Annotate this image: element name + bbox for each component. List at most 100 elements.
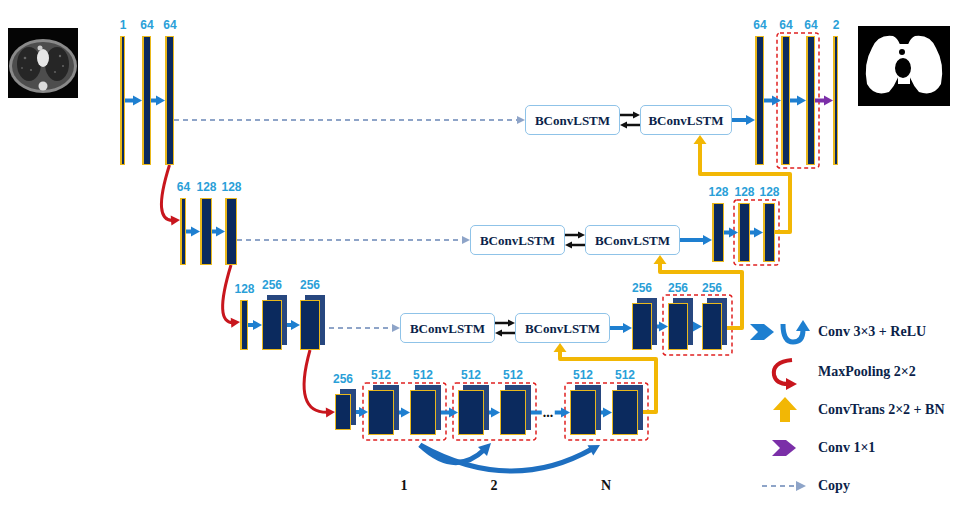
ct-input-image	[9, 39, 77, 93]
conv-arrow	[772, 96, 781, 106]
conv-arrow	[484, 408, 500, 418]
channel-count: 256	[262, 278, 282, 292]
channel-count: 512	[615, 368, 635, 382]
bconvlstm-box: BConvLSTM	[525, 105, 620, 135]
channel-count: 128	[734, 185, 754, 199]
conv-arrow	[351, 407, 368, 417]
feature-map-cube: 256	[300, 300, 320, 350]
channel-count: 128	[196, 180, 216, 194]
feature-map-cube: 256	[702, 303, 722, 350]
feature-map-cube: 512	[612, 390, 638, 435]
bconvlstm-link	[625, 124, 640, 127]
feature-map-bar: 128	[225, 198, 237, 265]
ct-input-image	[8, 28, 78, 98]
conv-arrow	[652, 322, 668, 332]
conv-arrow	[491, 408, 500, 418]
channel-count: 128	[708, 185, 728, 199]
ct-input-image	[21, 67, 23, 69]
channel-count: 64	[753, 18, 766, 32]
copy-arrow	[517, 116, 525, 124]
conv-arrow	[729, 228, 738, 238]
ct-input-image	[38, 46, 43, 51]
dense-connection-arrow	[420, 443, 600, 471]
bconvlstm-link	[620, 122, 627, 129]
channel-count: 256	[333, 372, 353, 386]
ct-input-image	[54, 71, 56, 73]
bconvlstm-link	[500, 332, 515, 335]
conv-arrow	[603, 408, 612, 418]
convtrans-arrow	[554, 343, 567, 352]
legend-text: Conv 1×1	[818, 440, 875, 456]
legend-text: ConvTrans 2×2 + BN	[818, 402, 945, 418]
feature-map-bar: 64	[165, 36, 174, 165]
copy-arrow	[392, 324, 400, 332]
bconvlstm-link	[620, 112, 640, 129]
conv-arrow	[746, 115, 755, 125]
bconvlstm-box: BConvLSTM	[585, 225, 680, 255]
copy-arrow	[237, 236, 470, 244]
legend-text: Copy	[818, 478, 850, 494]
bconvlstm-link	[495, 322, 510, 325]
conv-arrow	[156, 96, 165, 106]
ct-input-image	[39, 82, 48, 91]
channel-count: 256	[300, 278, 320, 292]
channel-count: 64	[779, 18, 792, 32]
conv-arrow	[790, 96, 806, 106]
conv-arrow	[401, 408, 410, 418]
ct-input-image	[45, 47, 69, 81]
legend-icon	[796, 320, 810, 331]
conv-arrow	[191, 227, 200, 237]
lung-mask-output	[895, 58, 911, 78]
bconvlstm-link	[508, 320, 515, 327]
maxpool-arrow	[326, 407, 335, 417]
group-number: 1	[401, 478, 408, 494]
channel-count: 128	[234, 282, 254, 296]
feature-map-cube: 256	[262, 300, 282, 350]
legend-text: Conv 3×3 + ReLU	[818, 324, 926, 340]
ct-input-image	[24, 57, 27, 60]
dashed-group-box	[734, 200, 779, 265]
ct-input-image	[8, 28, 78, 98]
conv1x1-arrow	[815, 96, 833, 106]
feature-map-cube: 512	[570, 390, 596, 435]
feature-map-cube: 256	[632, 303, 652, 350]
legend-icon	[762, 485, 797, 487]
dense-connection-arrow	[588, 445, 601, 456]
bconvlstm-link	[620, 114, 635, 117]
convtrans-arrow	[554, 343, 657, 412]
feature-map-cube: 512	[410, 390, 436, 435]
channel-count: 512	[413, 368, 433, 382]
feature-map-bar: 64	[781, 36, 790, 165]
ct-input-image	[37, 49, 49, 67]
conv-arrow	[680, 238, 706, 242]
channel-count: 512	[461, 368, 481, 382]
bconvlstm-box: BConvLSTM	[515, 313, 610, 343]
copy-arrow	[174, 116, 525, 124]
bconvlstm-link	[578, 232, 585, 239]
channel-count: 128	[759, 185, 779, 199]
feature-map-cube: 512	[368, 390, 394, 435]
maxpool-arrow	[231, 318, 240, 328]
channel-count: 64	[140, 18, 153, 32]
conv-arrow	[561, 408, 570, 418]
bconvlstm-link	[565, 242, 572, 249]
conv-arrow	[703, 235, 712, 245]
legend-icon	[796, 481, 806, 491]
conv-arrow	[754, 228, 763, 238]
block-label: BConvLSTM	[410, 321, 485, 336]
group-number: 2	[491, 478, 498, 494]
maxpool-arrow	[223, 265, 234, 323]
feature-map-bar: 1	[120, 36, 125, 165]
conv-arrow	[253, 320, 262, 330]
conv-arrow	[693, 322, 702, 332]
conv-arrow	[151, 96, 165, 106]
maxpool-arrow	[161, 165, 173, 220]
feature-map-bar: 128	[738, 203, 750, 262]
block-label: BConvLSTM	[525, 321, 600, 336]
channel-count: 512	[503, 368, 523, 382]
lung-mask-output	[858, 26, 950, 106]
channel-count: 512	[573, 368, 593, 382]
legend-icon	[750, 320, 810, 491]
copy-arrow	[462, 236, 470, 244]
conv-arrow	[186, 227, 200, 237]
